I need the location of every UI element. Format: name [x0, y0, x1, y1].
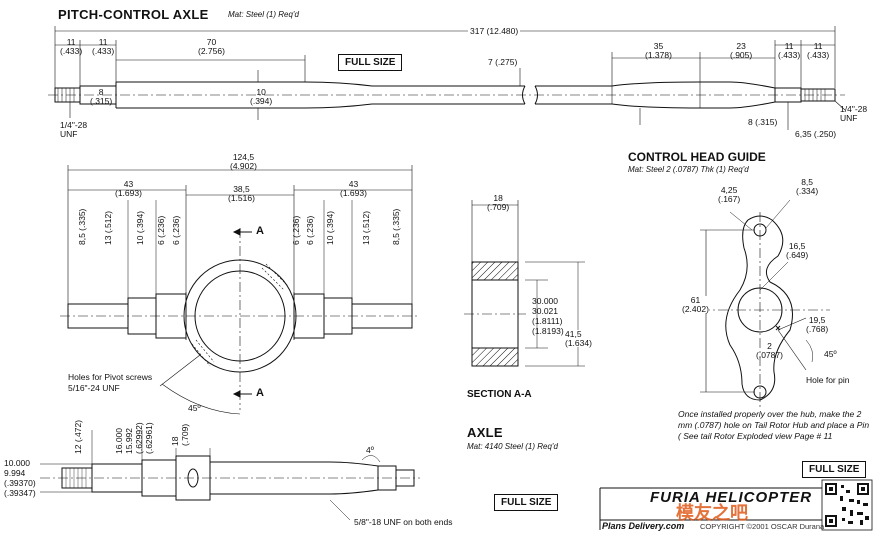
hub-overall: 124,5 (4.902) — [230, 152, 257, 171]
axle-dims-left: 10.000 9.994 (.39370) (.39347) — [4, 458, 36, 498]
section-drawing — [464, 200, 585, 367]
guide-hole-label: Hole for pin — [806, 375, 850, 385]
hub-left-v5: 6 (.236) — [171, 215, 181, 245]
dim-right-11b: 11 (.433) — [807, 41, 830, 60]
hub-center-385: 38,5 (1.516) — [228, 184, 255, 203]
axle-thread-note: 5/8"-18 UNF on both ends — [354, 517, 453, 527]
hub-drawing — [60, 165, 420, 415]
axle-drawing — [40, 430, 420, 521]
pitch-axle-drawing — [48, 26, 846, 130]
full-size-label-1: FULL SIZE — [338, 54, 403, 71]
dim-right-635: 6,35 (.250) — [795, 129, 837, 139]
dim-right-23: 23 (.905) — [730, 41, 753, 60]
axle-material: Mat: 4140 Steel (1) Req'd — [467, 442, 558, 451]
brand-title: FURIA HELICOPTER — [650, 489, 813, 506]
watermark: 模友之吧 — [676, 503, 748, 523]
thread-right: 1/4"-28 UNF — [840, 104, 868, 123]
hub-left-v4: 6 (.236) — [156, 215, 166, 245]
guide-note: Once installed properly over the hub, ma… — [678, 409, 870, 441]
hub-right-v2: 6 (.236) — [305, 215, 315, 245]
guide-dim-165: 16,5 (.649) — [786, 241, 809, 260]
axle-dim-12: 12 (.472) — [73, 419, 83, 454]
section-height: 41,5 (1.634) — [565, 329, 592, 348]
dim-right-11a: 11 (.433) — [778, 41, 801, 60]
hub-angle: 45º — [188, 403, 201, 413]
hub-right-v4: 13 (.512) — [361, 210, 371, 245]
holes-note: Holes for Pivot screws 5/16"-24 UNF — [68, 372, 153, 393]
guide-dim-425: 4,25 (.167) — [718, 185, 741, 204]
guide-dim-85: 8,5 (.334) — [796, 177, 819, 196]
guide-dim-61: 61 (2.402) — [682, 295, 709, 314]
hub-left-v3: 10 (.394) — [135, 210, 145, 245]
section-bore: 30.000 30.021 (1.8111) (1.8193) — [532, 296, 564, 336]
hub-left-v2: 13 (.512) — [103, 210, 113, 245]
dim-right-8: 8 (.315) — [748, 117, 778, 127]
qr-code — [821, 479, 873, 531]
pitch-axle-title: PITCH-CONTROL AXLE — [58, 7, 209, 22]
title-block — [599, 487, 822, 530]
dim-mid-10: 10 (.394) — [250, 87, 273, 106]
thread-left: 1/4"-28 UNF — [60, 120, 88, 139]
copyright: COPYRIGHT ©2001 OSCAR Durana — [700, 522, 825, 531]
dim-overall: 317 (12.480) — [468, 26, 521, 36]
axle-dim-4: 4º — [366, 445, 374, 455]
guide-title: CONTROL HEAD GUIDE — [628, 150, 766, 164]
section-width: 18 (.709) — [487, 193, 510, 212]
hub-right-v1: 6 (.236) — [291, 215, 301, 245]
guide-dim-195: 19,5 (.768) — [806, 315, 829, 334]
hub-right-43: 43 (1.693) — [340, 179, 367, 198]
hub-right-v3: 10 (.394) — [325, 210, 335, 245]
guide-angle: 45º — [824, 349, 837, 359]
section-label: SECTION A-A — [467, 389, 532, 400]
hub-left-43: 43 (1.693) — [115, 179, 142, 198]
axle-dim-18: 18 (.709) — [170, 423, 190, 446]
section-mark-bottom: A — [256, 387, 264, 399]
hub-right-v5: 8,5 (.335) — [391, 208, 401, 245]
axle-title: AXLE — [467, 425, 503, 440]
full-size-label-3: FULL SIZE — [802, 461, 867, 478]
dim-mid-7: 7 (.275) — [488, 57, 518, 67]
dim-left-11b: 11 (.433) — [92, 37, 115, 56]
pitch-axle-material: Mat: Steel (1) Req'd — [228, 10, 299, 19]
axle-dim-16: 16.000 15.992 (.62992) (.62961) — [114, 422, 154, 454]
dim-left-8: 8 (.315) — [90, 87, 113, 106]
dim-right-35: 35 (1.378) — [645, 41, 672, 60]
plans-delivery: Plans Delivery.com — [602, 521, 685, 531]
dim-left-11a: 11 (.433) — [60, 37, 83, 56]
section-mark-top: A — [256, 225, 264, 237]
hub-left-v1: 8,5 (.335) — [77, 208, 87, 245]
guide-dim-2: 2 (.0787) — [756, 341, 783, 360]
full-size-label-2: FULL SIZE — [494, 494, 559, 511]
dim-left-70: 70 (2.756) — [198, 37, 225, 56]
guide-material: Mat: Steel 2 (.0787) Thk (1) Req'd — [628, 165, 749, 174]
